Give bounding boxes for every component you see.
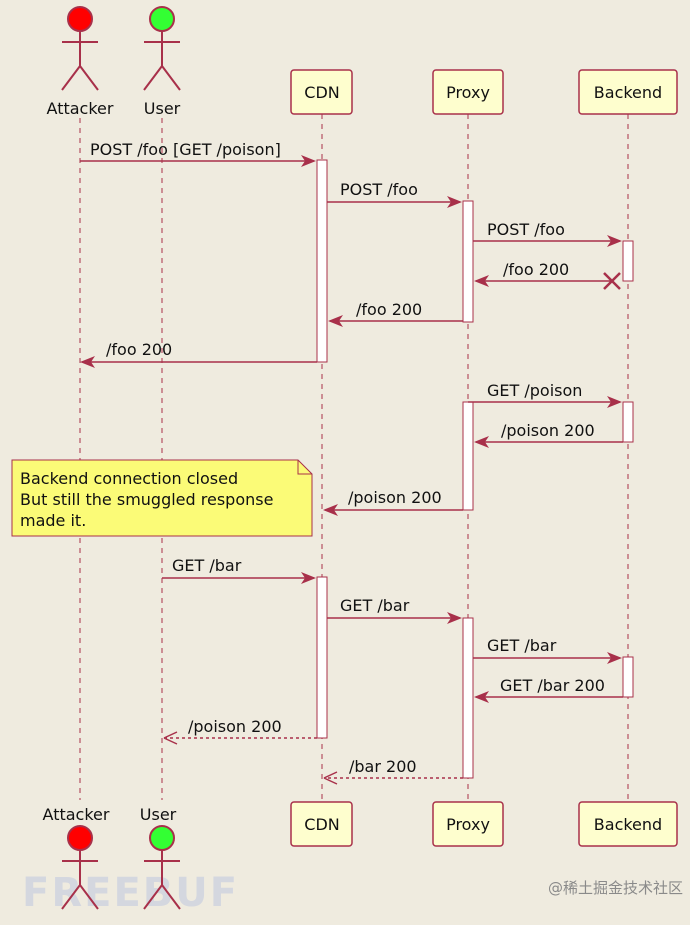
activation-proxy-1 (462, 200, 474, 323)
message-label: GET /bar (487, 636, 557, 655)
activation-cdn-1 (316, 159, 328, 363)
activation-proxy-2 (462, 401, 474, 511)
message-4: /foo 200 (474, 260, 621, 290)
message-7: GET /poison (468, 381, 622, 408)
message-8: /poison 200 (474, 421, 623, 448)
destroy-icon (603, 272, 621, 290)
message-2: POST /foo (327, 180, 462, 208)
message-6: /foo 200 (80, 340, 317, 368)
message-label: POST /foo [GET /poison] (90, 140, 281, 159)
actor-attacker-label-bottom: Attacker (43, 805, 110, 824)
message-label: POST /foo (487, 220, 565, 239)
message-5: /foo 200 (328, 300, 463, 327)
actor-user-top: User (143, 6, 181, 118)
participant-proxy-label-bottom: Proxy (446, 815, 490, 834)
message-11: GET /bar (327, 596, 462, 624)
activation-cdn-2 (316, 576, 328, 739)
message-1: POST /foo [GET /poison] (80, 140, 316, 167)
message-label: /poison 200 (348, 488, 442, 507)
watermark-text: @稀土掘金技术社区 (548, 879, 683, 897)
activation-backend-1 (622, 240, 634, 282)
actor-user-bottom: User (140, 805, 181, 910)
actor-attacker-top: Attacker (47, 6, 114, 118)
message-9: /poison 200 (323, 488, 463, 516)
actor-user-label-bottom: User (140, 805, 177, 824)
actor-attacker-body-bottom (61, 850, 99, 910)
message-label: GET /bar (172, 556, 242, 575)
note-line-2: But still the smuggled response (20, 490, 273, 509)
participant-proxy-top: Proxy (432, 69, 504, 115)
note: Backend connection closed But still the … (11, 459, 313, 537)
actor-user-body (143, 31, 181, 91)
message-label: /foo 200 (503, 260, 569, 279)
watermark-logo: FREEBUF (22, 870, 239, 916)
note-line-3: made it. (20, 511, 86, 530)
participant-proxy-label: Proxy (446, 83, 490, 102)
participant-backend-label: Backend (594, 83, 662, 102)
participant-backend-label-bottom: Backend (594, 815, 662, 834)
note-line-1: Backend connection closed (20, 469, 238, 488)
actor-attacker-bottom: Attacker (43, 805, 110, 910)
activation-backend-2 (622, 401, 634, 443)
message-12: GET /bar (473, 636, 622, 664)
message-label: GET /bar (340, 596, 410, 615)
message-label: GET /bar 200 (500, 676, 605, 695)
actor-user-head-bottom (149, 825, 175, 851)
message-label: /poison 200 (501, 421, 595, 440)
activation-backend-3 (622, 656, 634, 698)
message-label: /poison 200 (188, 717, 282, 736)
actor-attacker-head-bottom (67, 825, 93, 851)
actor-attacker-body (61, 31, 99, 91)
message-3: POST /foo (473, 220, 622, 247)
message-15: /bar 200 (323, 757, 463, 785)
participant-cdn-top: CDN (290, 69, 353, 115)
actor-user-label: User (144, 99, 181, 118)
participant-backend-top: Backend (578, 69, 678, 115)
message-13: GET /bar 200 (474, 676, 623, 703)
message-label: /foo 200 (106, 340, 172, 359)
message-10: GET /bar (162, 556, 316, 584)
message-14: /poison 200 (163, 717, 317, 745)
participant-cdn-bottom: CDN (290, 801, 353, 847)
message-label: POST /foo (340, 180, 418, 199)
participant-proxy-bottom: Proxy (432, 801, 504, 847)
participant-cdn-label: CDN (304, 83, 339, 102)
activation-proxy-3 (462, 617, 474, 779)
message-label: /bar 200 (349, 757, 417, 776)
participant-backend-bottom: Backend (578, 801, 678, 847)
message-label: GET /poison (487, 381, 582, 400)
actor-user-head (149, 6, 175, 32)
message-label: /foo 200 (356, 300, 422, 319)
actor-attacker-head (67, 6, 93, 32)
actor-user-body-bottom (143, 850, 181, 910)
actor-attacker-label: Attacker (47, 99, 114, 118)
participant-cdn-label-bottom: CDN (304, 815, 339, 834)
